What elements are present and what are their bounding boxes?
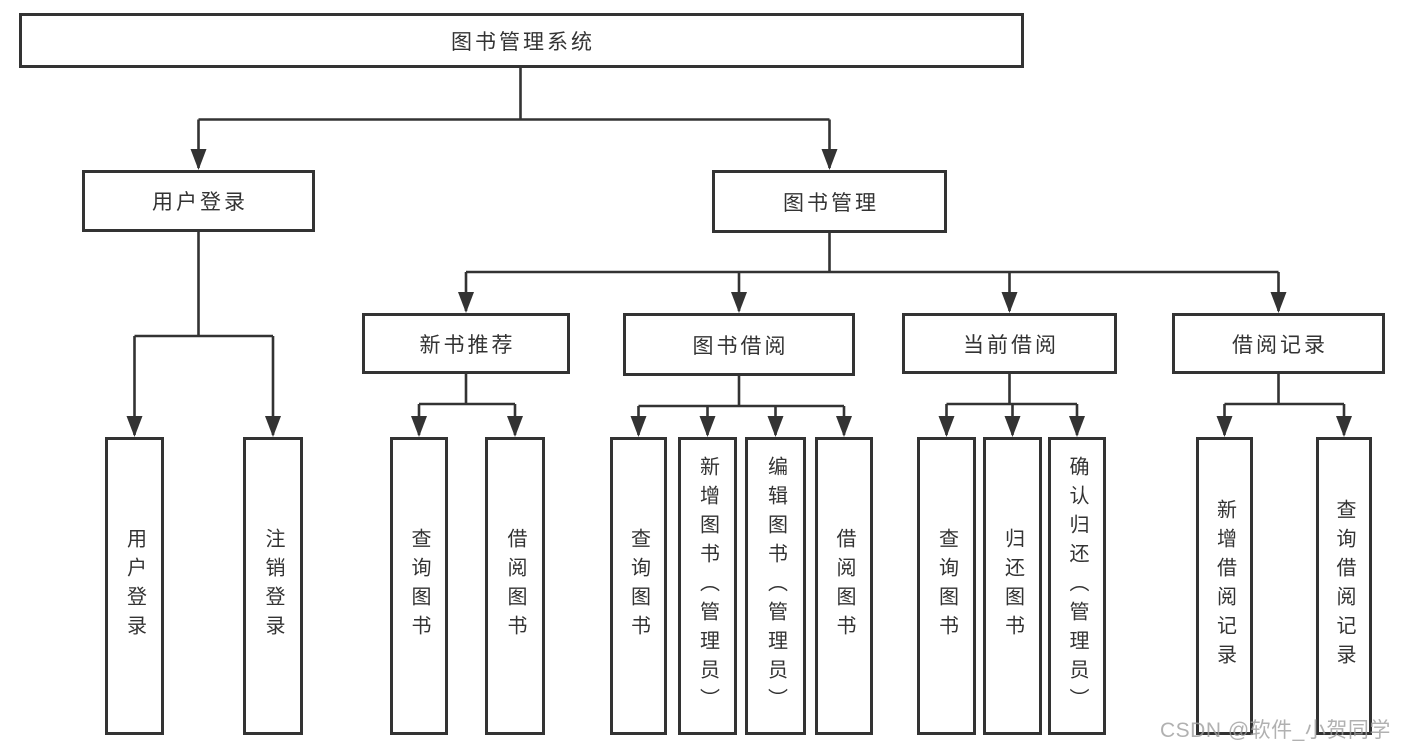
arrow-down-icon (699, 416, 716, 437)
connector-root-to-level2 (197, 68, 831, 168)
leaf-bb-add-books-admin: 新增图书（管理员） (678, 437, 737, 735)
leaf-cb-query-books: 查询图书 (917, 437, 976, 735)
arrow-down-icon (1336, 416, 1352, 437)
arrow-down-icon (411, 416, 427, 437)
leaf-bb-query-books: 查询图书 (610, 437, 667, 735)
node-current-borrow: 当前借阅 (902, 313, 1117, 374)
arrow-down-icon (190, 149, 207, 170)
arrow-down-icon (767, 416, 784, 437)
node-new-book-rec: 新书推荐 (362, 313, 570, 374)
arrow-down-icon (458, 292, 474, 313)
leaf-br-query-record: 查询借阅记录 (1316, 437, 1372, 735)
arrow-down-icon (265, 416, 281, 437)
arrow-down-icon (1069, 416, 1085, 437)
leaf-logout: 注销登录 (243, 437, 303, 735)
arrow-down-icon (938, 416, 955, 437)
arrow-down-icon (1270, 292, 1287, 313)
watermark: CSDN @软件_小贺同学 (1160, 719, 1391, 742)
leaf-cb-return-books: 归还图书 (983, 437, 1042, 735)
leaf-user-login: 用户登录 (105, 437, 164, 735)
arrow-down-icon (836, 416, 852, 437)
arrow-down-icon (1216, 416, 1233, 437)
node-user-login: 用户登录 (82, 170, 315, 232)
arrow-down-icon (821, 149, 838, 170)
node-book-borrow: 图书借阅 (623, 313, 855, 376)
leaf-rec-query-books: 查询图书 (390, 437, 448, 735)
connector-book-mgmt-children (464, 233, 1280, 311)
arrowhead-icons (126, 149, 1352, 437)
node-book-mgmt: 图书管理 (712, 170, 947, 233)
arrow-down-icon (630, 416, 647, 437)
arrow-down-icon (126, 416, 143, 437)
leaf-bb-edit-books-admin: 编辑图书（管理员） (745, 437, 806, 735)
leaf-bb-borrow-books: 借阅图书 (815, 437, 873, 735)
leaf-br-add-record: 新增借阅记录 (1196, 437, 1253, 735)
connector-book-borrow-children (637, 376, 846, 435)
node-borrow-records: 借阅记录 (1172, 313, 1385, 374)
arrow-down-icon (1001, 292, 1018, 313)
arrow-down-icon (1004, 416, 1021, 437)
arrow-down-icon (731, 292, 747, 313)
node-root: 图书管理系统 (19, 13, 1024, 68)
connector-borrow-records-children (1223, 374, 1346, 435)
leaf-cb-confirm-return-admin: 确认归还（管理员） (1048, 437, 1106, 735)
connector-new-book-rec-children (417, 374, 517, 435)
arrow-down-icon (507, 416, 523, 437)
connector-user-login-children (133, 232, 275, 435)
leaf-rec-borrow-books: 借阅图书 (485, 437, 545, 735)
